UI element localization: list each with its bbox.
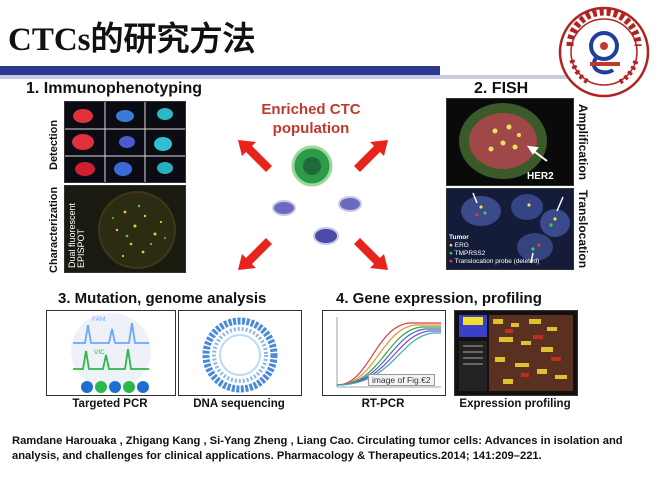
caption-dna-sequencing: DNA sequencing: [193, 398, 285, 410]
label-detection: Detection: [48, 119, 60, 171]
fish-legend-heading: Tumor: [449, 234, 469, 241]
fish-legend-item: ● ERG: [449, 242, 469, 249]
detection-micrograph-grid: [64, 101, 186, 183]
fish-legend-item: ● Translocation probe (deleted): [449, 258, 540, 265]
caption-targeted-pcr: Targeted PCR: [72, 398, 148, 410]
center-diagram: [238, 140, 388, 270]
section-title-gene-expression: 4. Gene expression, profiling: [336, 290, 542, 307]
her2-label: HER2: [527, 171, 554, 182]
section-title-mutation: 3. Mutation, genome analysis: [58, 290, 267, 307]
fam-label: FAM: [92, 316, 106, 323]
arrow-up-left: [238, 140, 272, 172]
targeted-pcr-image: [46, 310, 176, 396]
fish-amplification-image: [446, 98, 574, 186]
enriched-ctc-label: Enriched CTC population: [261, 101, 361, 137]
title-underline: [0, 66, 440, 75]
expression-profiling-heatmap: [454, 310, 578, 396]
episot-label: Dual fluorescent EPISPOT: [67, 202, 86, 268]
arrow-down-right: [354, 238, 388, 270]
label-characterization: Characterization: [48, 186, 60, 274]
fish-legend-item: ● TMPRSS2: [449, 250, 486, 257]
caption-expression-profiling: Expression profiling: [459, 398, 571, 410]
dna-sequencing-circos: [178, 310, 302, 396]
arrow-down-left: [238, 238, 272, 270]
fish-translocation-image: [446, 188, 574, 270]
section-title-immunophenotyping: 1. Immunophenotyping: [26, 80, 202, 97]
citation-reference: Ramdane Harouaka , Zhigang Kang , Si-Yan…: [12, 435, 623, 462]
fish-legend: Tumor ● ERG ● TMPRSS2 ● Translocation pr…: [449, 234, 539, 266]
episot-micrograph: [64, 185, 186, 273]
label-amplification: Amplification: [576, 103, 590, 180]
caption-rt-pcr: RT-PCR: [361, 398, 405, 410]
image-tooltip: image of Fig.€2: [368, 374, 435, 386]
arrow-up-right: [354, 140, 388, 172]
page-title: CTCs的研究方法: [8, 22, 256, 58]
hospital-logo: [558, 6, 650, 98]
label-translocation: Translocation: [576, 189, 590, 269]
section-title-fish: 2. FISH: [474, 80, 529, 97]
title-underline-light: [0, 75, 600, 79]
vic-label: VIC: [94, 349, 105, 356]
